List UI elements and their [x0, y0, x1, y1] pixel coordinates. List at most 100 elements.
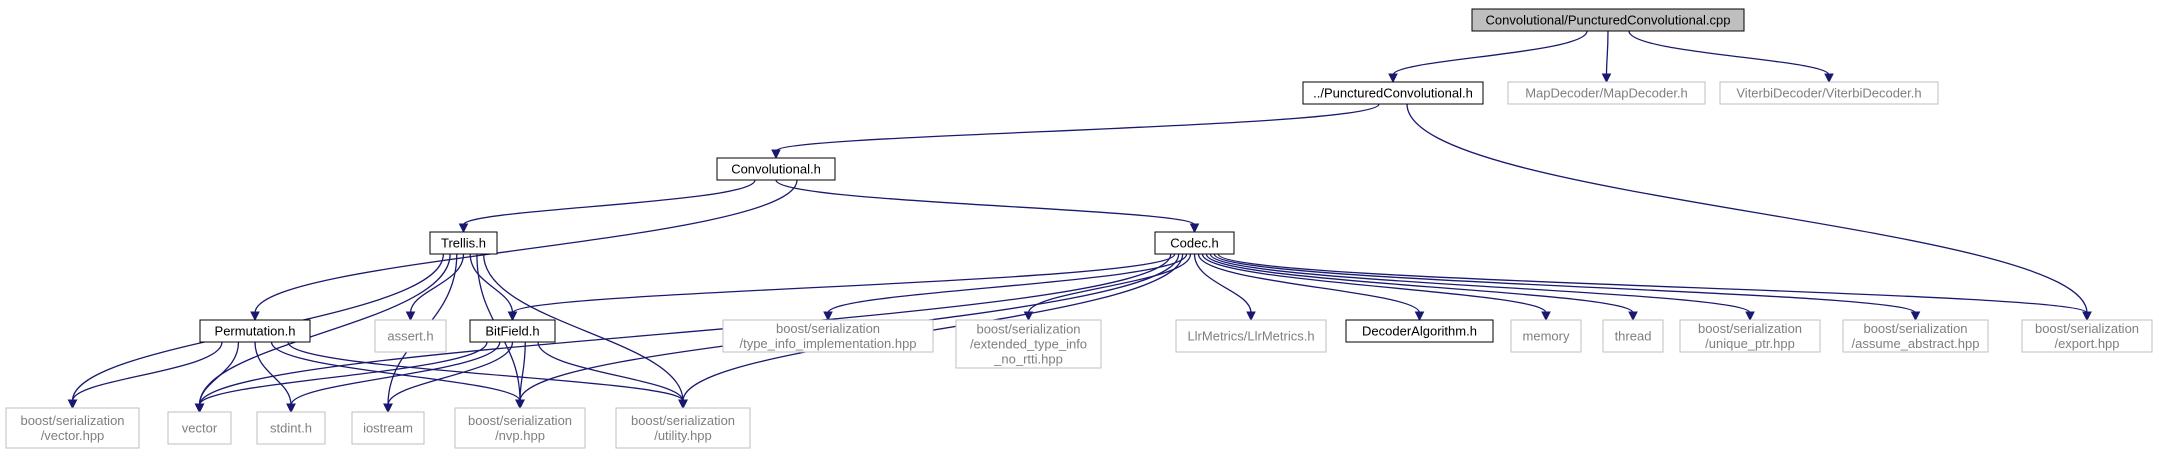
edge-line: [1628, 30, 1830, 76]
nodes-layer: Convolutional/PuncturedConvolutional.cpp…: [5, 8, 2153, 449]
node-label: MapDecoder/MapDecoder.h: [1525, 86, 1688, 101]
edge-perm-to-utility: [287, 341, 688, 410]
node-assert: assert.h: [374, 319, 447, 353]
edge-codec-to-llr: [1193, 253, 1256, 322]
node-box: [199, 319, 311, 343]
edge-line: [1197, 253, 1421, 314]
node-label: ViterbiDecoder/ViterbiDecoder.h: [1736, 86, 1921, 101]
node-decalg[interactable]: DecoderAlgorithm.h: [1345, 319, 1494, 343]
arrowhead-icon: [1601, 73, 1612, 84]
edge-line: [290, 341, 501, 406]
node-box: [167, 411, 232, 445]
arrowhead-icon: [194, 403, 205, 414]
arrowhead-icon: [1910, 311, 1921, 322]
edge-root-to-vitdec: [1628, 30, 1834, 84]
node-tii: boost/serialization/type_info_implementa…: [722, 319, 934, 353]
arrowhead-icon: [383, 403, 393, 414]
node-vector: vector: [167, 411, 232, 445]
node-box: [1302, 81, 1484, 105]
edge-perm-to-vector: [194, 341, 240, 414]
edge-codec-to-abstract: [1213, 253, 1921, 322]
arrowhead-icon: [2082, 311, 2092, 322]
node-box: [716, 157, 836, 181]
node-label: assert.h: [387, 329, 433, 344]
edge-line: [387, 341, 514, 406]
node-label: Permutation.h: [215, 324, 296, 339]
edge-line: [1027, 253, 1192, 314]
edge-perm-to-stdint: [254, 341, 296, 414]
node-label: boost/serialization/type_info_implementa…: [739, 321, 916, 351]
edge-trellis-to-assert: [405, 253, 465, 322]
edge-line: [198, 253, 1172, 406]
node-nvp: boost/serialization/nvp.hpp: [454, 407, 586, 449]
node-llr: LlrMetrics/LlrMetrics.h: [1175, 319, 1327, 353]
node-punct[interactable]: ../PuncturedConvolutional.h: [1302, 81, 1484, 105]
node-vitdec: ViterbiDecoder/ViterbiDecoder.h: [1719, 81, 1939, 105]
node-box: [429, 231, 498, 255]
node-box: [469, 319, 556, 343]
node-bitfield[interactable]: BitField.h: [469, 319, 556, 343]
arrowhead-icon: [67, 399, 78, 410]
arrowhead-icon: [1824, 73, 1834, 84]
node-label: ../PuncturedConvolutional.h: [1313, 86, 1473, 101]
edge-bitfield-to-iostream: [383, 341, 514, 414]
edge-conv-to-perm: [250, 179, 798, 322]
node-box: [1154, 231, 1235, 255]
edge-codec-to-etinr: [1023, 253, 1192, 322]
arrowhead-icon: [1023, 311, 1034, 322]
arrowhead-icon: [771, 149, 781, 160]
edge-line: [462, 179, 756, 226]
node-vechpp: boost/serialization/vector.hpp: [5, 407, 140, 449]
edge-line: [409, 253, 465, 314]
node-conv[interactable]: Convolutional.h: [716, 157, 836, 181]
node-box: [1345, 319, 1494, 343]
edge-line: [254, 341, 292, 406]
arrowhead-icon: [1388, 73, 1398, 84]
arrowhead-icon: [250, 311, 260, 322]
node-box: [1175, 319, 1327, 353]
edge-conv-to-codec: [775, 179, 1200, 234]
edge-line: [1605, 30, 1609, 76]
node-box: [955, 319, 1102, 369]
edge-line: [1392, 30, 1588, 76]
node-abstract: boost/serialization/assume_abstract.hpp: [1842, 319, 1989, 353]
node-box: [1842, 319, 1989, 353]
node-root[interactable]: Convolutional/PuncturedConvolutional.cpp: [1471, 8, 1745, 32]
arrowhead-icon: [507, 311, 518, 322]
edge-root-to-punct: [1388, 30, 1588, 84]
arrowhead-icon: [405, 311, 416, 322]
edge-perm-to-nvp: [270, 341, 525, 410]
arrowhead-icon: [1541, 311, 1551, 322]
node-box: [374, 319, 447, 353]
arrowhead-icon: [1628, 311, 1638, 322]
edge-line: [827, 253, 1188, 314]
node-label: Trellis.h: [441, 236, 486, 251]
edge-line: [1201, 253, 1547, 314]
node-export: boost/serialization/export.hpp: [2021, 319, 2153, 353]
edge-line: [1205, 253, 1634, 314]
node-label: boost/serialization/vector.hpp: [20, 413, 124, 443]
arrowhead-icon: [1246, 311, 1256, 322]
arrowhead-icon: [1745, 311, 1755, 322]
node-utility: boost/serialization/utility.hpp: [615, 407, 751, 449]
node-uptr: boost/serialization/unique_ptr.hpp: [1679, 319, 1821, 353]
edge-line: [482, 253, 684, 402]
node-stdint: stdint.h: [256, 411, 326, 445]
node-label: memory: [1523, 329, 1570, 344]
edge-line: [775, 179, 1196, 226]
node-perm[interactable]: Permutation.h: [199, 319, 311, 343]
node-thread: thread: [1602, 319, 1664, 353]
edge-codec-to-tii: [823, 253, 1188, 322]
edge-codec-to-export: [1217, 253, 2092, 322]
node-trellis[interactable]: Trellis.h: [429, 231, 498, 255]
arrowhead-icon: [823, 311, 833, 322]
node-codec[interactable]: Codec.h: [1154, 231, 1235, 255]
edge-line: [537, 341, 684, 402]
edge-line: [198, 341, 488, 406]
node-etinr: boost/serialization/extended_type_info_n…: [955, 319, 1102, 369]
node-box: [351, 411, 425, 445]
edge-line: [1209, 253, 1751, 314]
edge-line: [287, 341, 684, 402]
node-box: [1471, 8, 1745, 32]
